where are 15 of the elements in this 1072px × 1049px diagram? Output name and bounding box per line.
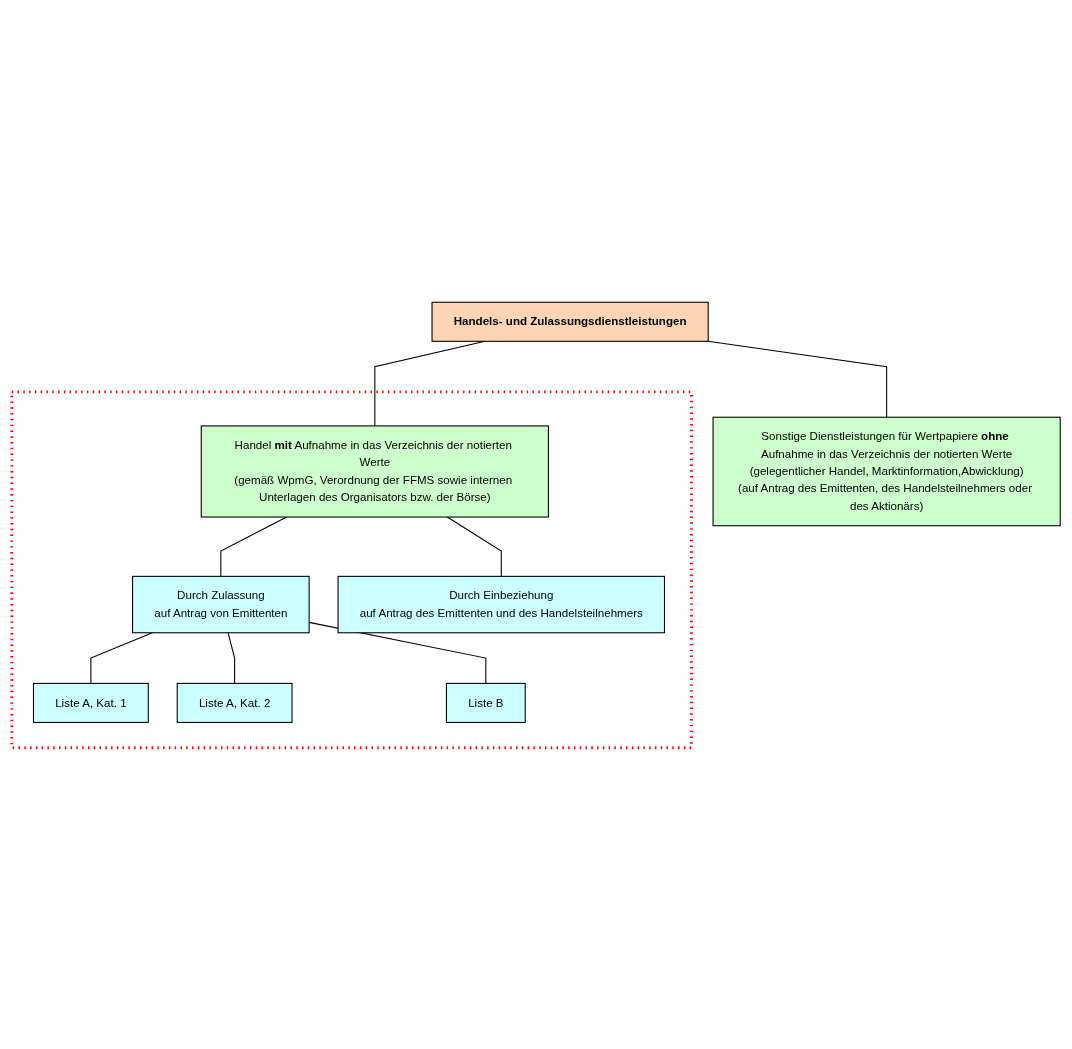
node-box: Sonstige Dienstleistungen für Wertpapiere ohne Aufnahme in das Verzeichnis der notierten Werte (gelegentlicher Handel, Marktinformation,Abwicklung) (auf Antrag des Emittenten, des Handelsteilnehmers oder des Aktionärs) xyxy=(712,416,1061,526)
connector xyxy=(446,516,502,577)
node-box: Liste B xyxy=(445,682,526,723)
node-box: Handels- und Zulassungsdienstleistungen xyxy=(431,301,709,342)
node-box: Durch Zulassung auf Antrag von Emittenten xyxy=(132,575,310,633)
node-box: Liste A, Kat. 2 xyxy=(176,682,293,723)
node-box: Liste A, Kat. 1 xyxy=(32,682,149,723)
connector xyxy=(374,340,486,426)
connector xyxy=(90,631,153,684)
connector xyxy=(220,516,288,577)
connector xyxy=(227,631,236,684)
node-box: Durch Einbeziehung auf Antrag des Emittenten und des Handelsteilnehmers xyxy=(337,575,666,633)
node-box: Handel mit Aufnahme in das Verzeichnis der notierten Werte (gemäß WpmG, Verordnung der FFMS sowie internen Unterlagen des Organisators bzw. der Börse) xyxy=(200,424,549,518)
connector xyxy=(707,340,888,418)
cluster xyxy=(10,389,693,749)
